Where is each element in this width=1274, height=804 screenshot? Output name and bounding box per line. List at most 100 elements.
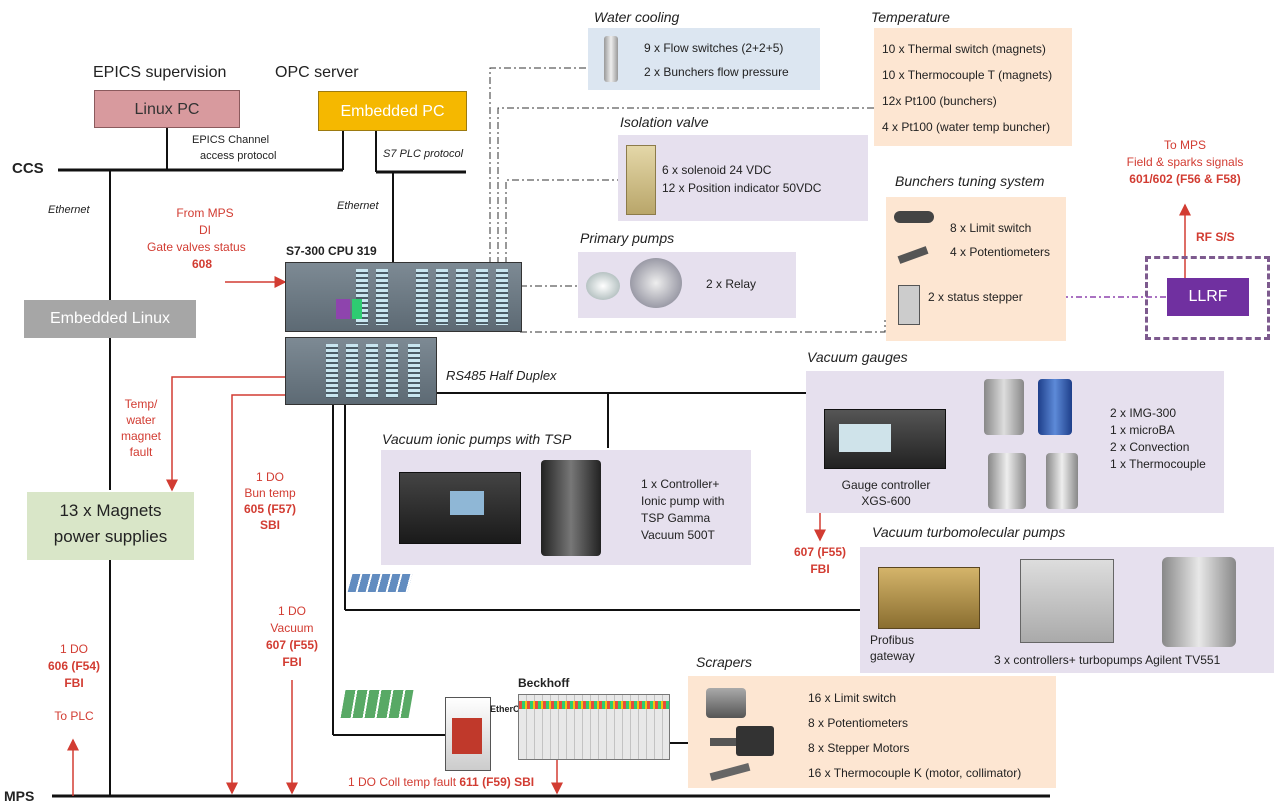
bunchers-item-2: 2 x status stepper — [928, 290, 1023, 304]
limit-switch-icon — [894, 211, 934, 223]
to-mps-line3: 601/602 (F56 & F58) — [1129, 172, 1241, 186]
gauge-controller-icon — [824, 409, 946, 469]
vacuum-do-line1: 1 DO — [277, 604, 306, 618]
ccs-label: CCS — [12, 160, 44, 177]
ion-pump-controller-icon — [399, 472, 521, 544]
primary-pumps-title: Primary pumps — [580, 230, 675, 246]
scrapers-panel: 16 x Limit switch 8 x Potentiometers 8 x… — [688, 676, 1056, 788]
temperature-item-1: 10 x Thermocouple T (magnets) — [882, 68, 1053, 82]
isolation-line1: 6 x solenoid 24 VDC — [662, 163, 772, 177]
rfss-label: RF S/S — [1196, 230, 1235, 244]
s7-protocol-label: S7 PLC protocol — [383, 148, 464, 160]
magnets-line1: 13 x Magnets — [59, 501, 162, 520]
bun-temp-line2: Bun temp — [244, 486, 296, 500]
solenoid-valve-icon — [626, 145, 656, 215]
isolation-line2: 12 x Position indicator 50VDC — [662, 181, 822, 195]
ionic-title: Vacuum ionic pumps with TSP — [382, 431, 572, 447]
to-plc-line2: 606 (F54) — [47, 659, 101, 673]
to-mps-line1: To MPS — [1163, 138, 1206, 152]
flow-switch-icon — [604, 36, 618, 82]
to-plc-line3: FBI — [64, 676, 84, 690]
gauge-fault-line2: FBI — [810, 562, 830, 576]
ionic-item-2: TSP Gamma — [641, 511, 711, 525]
ionic-item-3: Vacuum 500T — [641, 528, 715, 542]
gauges-item-1: 1 x microBA — [1110, 423, 1175, 437]
profibus-gateway-icon — [878, 567, 980, 629]
gauges-title: Vacuum gauges — [807, 349, 908, 365]
to-plc-line4: To PLC — [54, 709, 94, 723]
thermocouple-gauge-icon — [1046, 453, 1078, 509]
primary-line1: 2 x Relay — [706, 277, 757, 291]
coll-temp-label: 1 DO Coll temp fault 611 (F59) SBI — [348, 775, 534, 789]
coll-temp-prefix: 1 DO Coll temp fault — [348, 775, 460, 789]
water-cooling-title: Water cooling — [594, 9, 680, 25]
isolation-panel: 6 x solenoid 24 VDC 12 x Position indica… — [618, 135, 868, 221]
ethernet-left-label: Ethernet — [48, 204, 90, 216]
ethercat-label: EtherCAT — [490, 704, 531, 714]
from-mps-line3: Gate valves status — [147, 240, 246, 254]
temperature-item-0: 10 x Thermal switch (magnets) — [882, 42, 1046, 56]
llrf-label: LLRF — [1188, 288, 1228, 305]
beckhoff-io-terminals-icon — [518, 694, 670, 760]
temperature-title: Temperature — [871, 9, 950, 25]
limit-switch-scraper-icon — [706, 688, 746, 718]
embedded-pc-label: Embedded PC — [340, 103, 445, 120]
img300-gauge-icon — [984, 379, 1024, 435]
turbo-controller-icon — [1020, 559, 1114, 643]
potentiometer-icon — [897, 246, 929, 264]
profinet-logo-icon — [340, 690, 414, 718]
from-mps-line1: From MPS — [176, 206, 234, 220]
temperature-item-3: 4 x Pt100 (water temp buncher) — [882, 120, 1051, 134]
epics-heading: EPICS supervision — [93, 64, 227, 81]
water-cooling-panel: 9 x Flow switches (2+2+5) 2 x Bunchers f… — [588, 28, 820, 90]
linux-pc-box: Linux PC — [94, 90, 240, 128]
bun-temp-line3: 605 (F57) — [243, 502, 297, 516]
from-mps-line2: DI — [199, 223, 211, 237]
scroll-pump-icon — [586, 272, 620, 300]
plc-rack-io — [285, 337, 437, 405]
gauge-fault-line1: 607 (F55) — [793, 545, 847, 559]
gauges-ctrl2: XGS-600 — [861, 494, 911, 508]
thermocouple-icon — [709, 762, 751, 782]
stepper-motor-icon — [736, 726, 774, 756]
water-line1: 9 x Flow switches (2+2+5) — [644, 41, 784, 55]
scrapers-item-2: 8 x Stepper Motors — [808, 741, 910, 755]
embedded-linux-label: Embedded Linux — [49, 310, 171, 327]
turbopump-icon — [1162, 557, 1236, 647]
magnets-line2: power supplies — [53, 527, 168, 546]
scrapers-item-0: 16 x Limit switch — [808, 691, 897, 705]
beckhoff-label: Beckhoff — [518, 676, 570, 690]
to-plc-line1: 1 DO — [59, 642, 88, 656]
vacuum-do-line4: FBI — [282, 655, 302, 669]
turbo-ctrl-label: 3 x controllers+ turbopumps Agilent TV55… — [994, 653, 1221, 667]
microba-gauge-icon — [1038, 379, 1072, 435]
from-mps-line4: 608 — [192, 257, 213, 271]
scrapers-item-1: 8 x Potentiometers — [808, 716, 909, 730]
plc-rack-cpu — [285, 262, 522, 332]
primary-pumps-panel: 2 x Relay — [578, 252, 796, 318]
scrapers-item-3: 16 x Thermocouple K (motor, collimator) — [808, 766, 1022, 780]
bunchers-item-0: 8 x Limit switch — [950, 221, 1032, 235]
isolation-title: Isolation valve — [620, 114, 709, 130]
stepper-driver-icon — [898, 285, 920, 325]
bunchers-title: Bunchers tuning system — [895, 173, 1045, 189]
gauges-item-0: 2 x IMG-300 — [1110, 406, 1177, 420]
embedded-pc-box: Embedded PC — [318, 91, 467, 131]
ethernet-mid-label: Ethernet — [337, 200, 379, 212]
temp-fault-line4: fault — [129, 445, 153, 459]
vacuum-do-line3: 607 (F55) — [265, 638, 319, 652]
embedded-linux-box: Embedded Linux — [24, 300, 196, 338]
coll-temp-code: 611 (F59) SBI — [459, 775, 535, 789]
bun-temp-line4: SBI — [259, 518, 280, 532]
gauges-ctrl1: Gauge controller — [841, 478, 931, 492]
bunchers-item-1: 4 x Potentiometers — [950, 245, 1051, 259]
bunchers-panel: 8 x Limit switch 4 x Potentiometers 2 x … — [886, 197, 1066, 341]
turbo-gateway-line1: Profibus — [870, 633, 915, 647]
llrf-box: LLRF — [1167, 278, 1249, 316]
potentiometer-scraper-icon — [710, 738, 750, 746]
water-line2: 2 x Bunchers flow pressure — [644, 65, 789, 79]
turbo-panel: Profibus gateway 3 x controllers+ turbop… — [860, 547, 1274, 673]
rotary-pump-icon — [630, 258, 682, 308]
vacuum-do-line2: Vacuum — [270, 621, 314, 635]
